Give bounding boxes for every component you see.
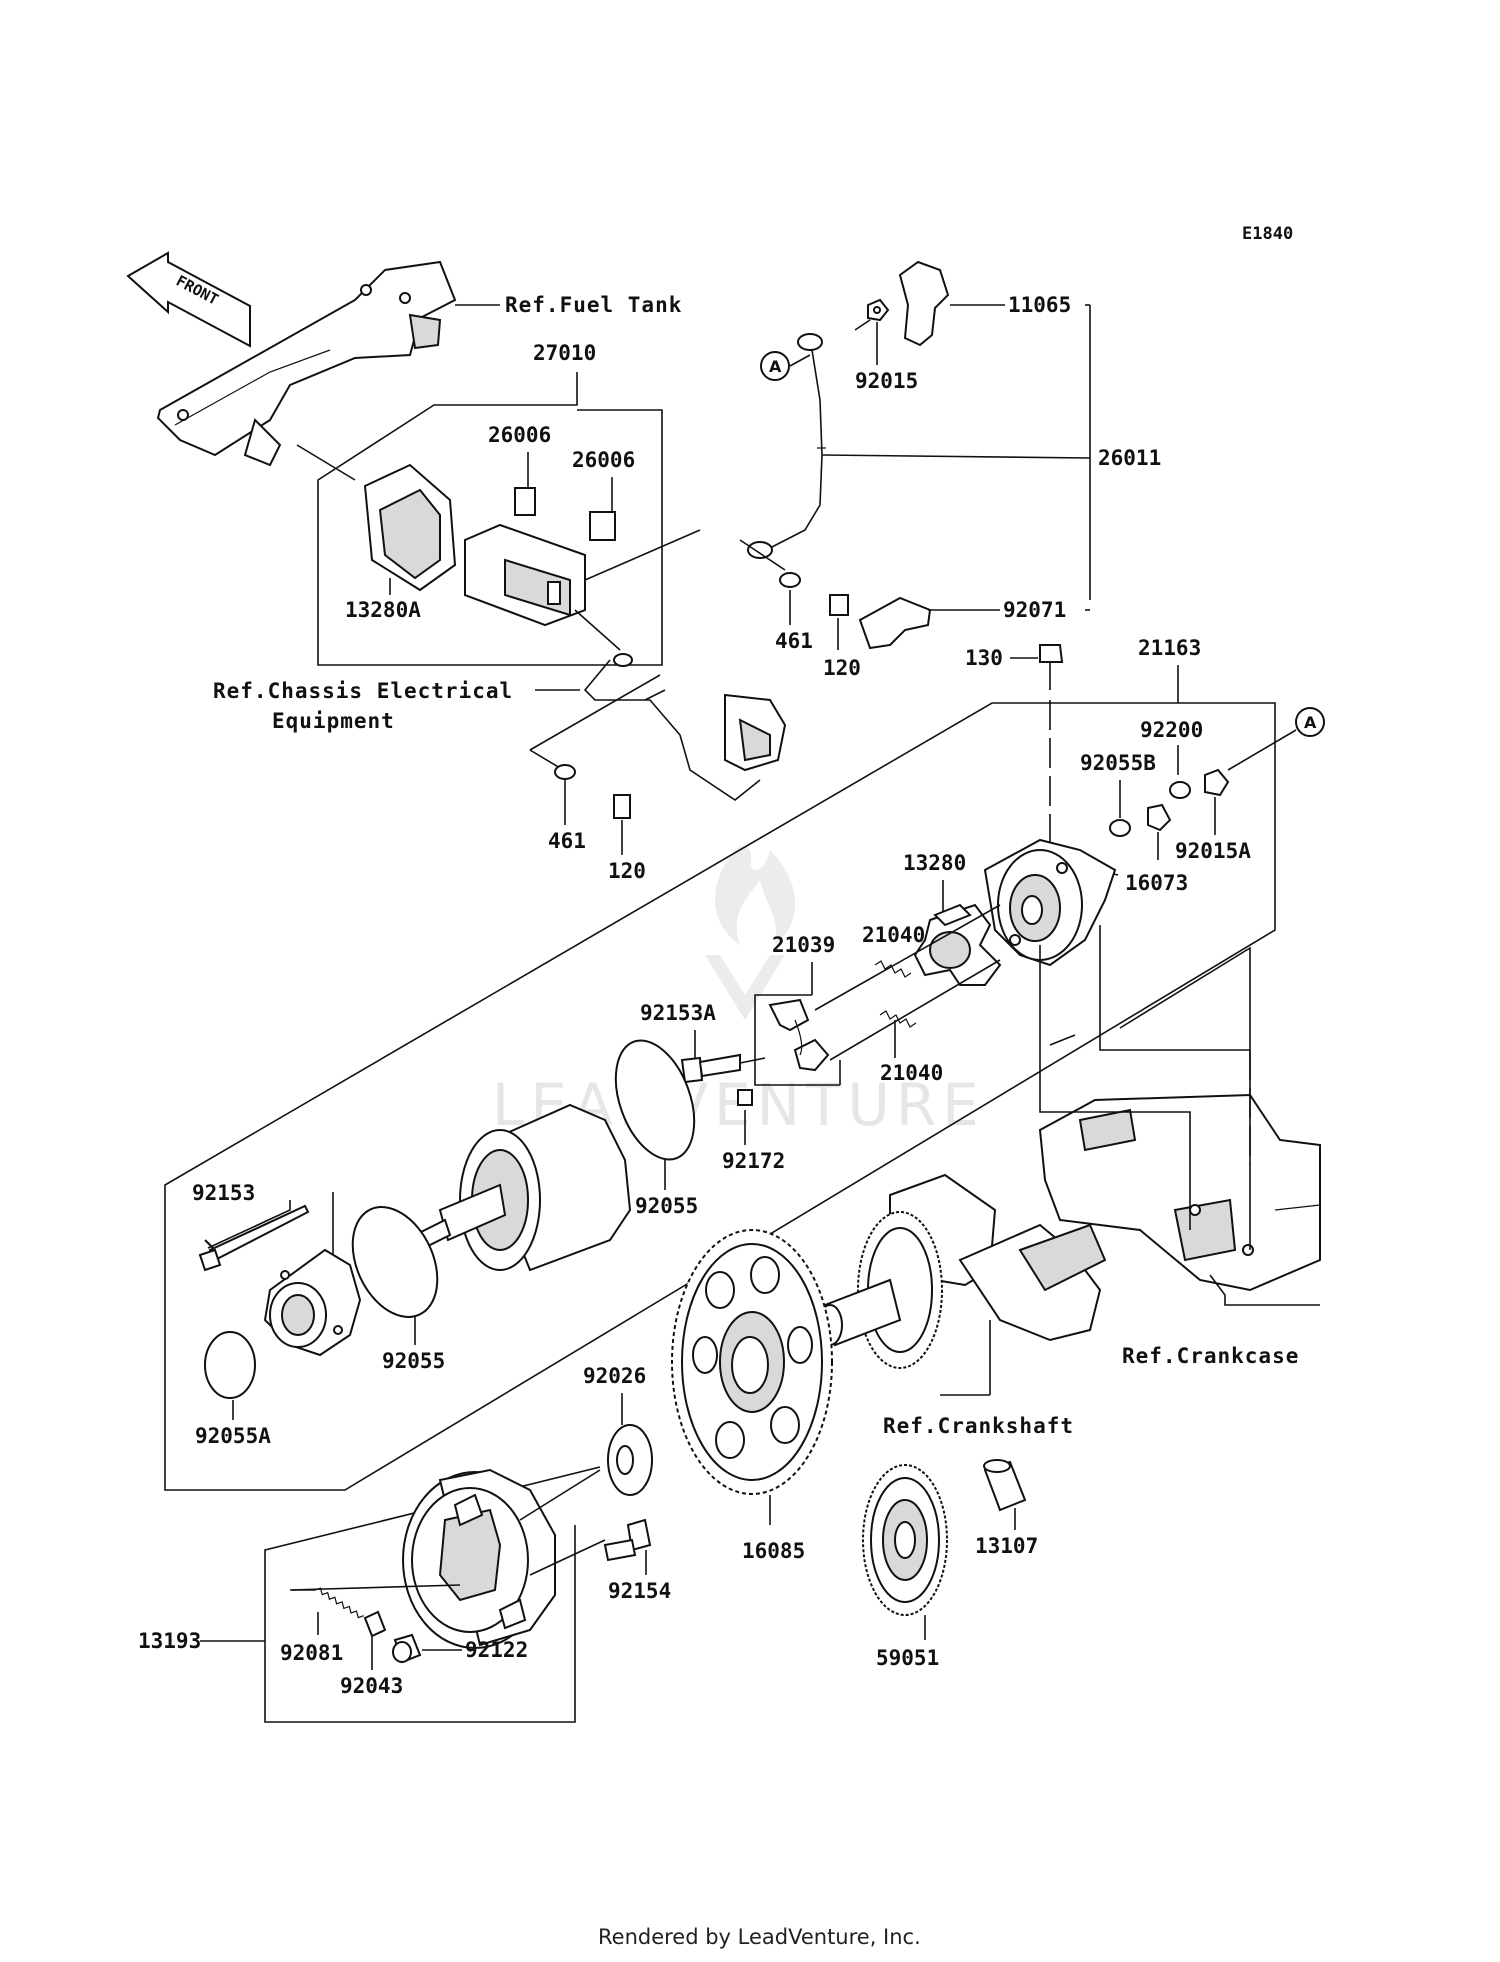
front-arrow-icon: FRONT bbox=[126, 251, 251, 348]
label-92172: 92172 bbox=[722, 1149, 785, 1173]
footer-credit: Rendered by LeadVenture, Inc. bbox=[598, 1925, 921, 1949]
watermark: LEADVENTURE bbox=[492, 845, 979, 1139]
idle-gear bbox=[862, 1464, 948, 1616]
crankshaft-ref bbox=[817, 1173, 1107, 1369]
label-92055-a: 92055 bbox=[635, 1194, 698, 1218]
label-59051: 59051 bbox=[876, 1646, 939, 1670]
label-92081: 92081 bbox=[280, 1641, 343, 1665]
label-11065: 11065 bbox=[1008, 293, 1071, 317]
label-ref-chassis-line1: Ref.Chassis Electrical bbox=[213, 679, 513, 703]
label-21040-b: 21040 bbox=[880, 1061, 943, 1085]
starter-front-cover bbox=[263, 1248, 362, 1357]
label-ref-chassis-line2: Equipment bbox=[272, 709, 395, 733]
label-92154: 92154 bbox=[608, 1579, 671, 1603]
circle-marker-a-right-text: A bbox=[1304, 713, 1317, 732]
label-92153: 92153 bbox=[192, 1181, 255, 1205]
label-26006-a: 26006 bbox=[488, 423, 551, 447]
label-92055A: 92055A bbox=[195, 1424, 271, 1448]
label-26006-b: 26006 bbox=[572, 448, 635, 472]
label-92026: 92026 bbox=[583, 1364, 646, 1388]
brush-holder bbox=[913, 903, 1002, 986]
fuel-tank-bracket bbox=[156, 260, 457, 467]
label-92153A: 92153A bbox=[640, 1001, 716, 1025]
label-120-a: 120 bbox=[608, 859, 646, 883]
label-27010: 27010 bbox=[533, 341, 596, 365]
label-13280A: 13280A bbox=[345, 598, 421, 622]
starter-relay bbox=[464, 523, 586, 627]
label-13107: 13107 bbox=[975, 1534, 1038, 1558]
label-92200: 92200 bbox=[1140, 718, 1203, 742]
starter-rear-cover bbox=[983, 838, 1117, 967]
starter-clutch bbox=[402, 1468, 556, 1649]
label-21163: 21163 bbox=[1138, 636, 1201, 660]
circle-marker-a-left bbox=[760, 351, 790, 381]
label-ref-crankshaft: Ref.Crankshaft bbox=[883, 1414, 1074, 1438]
label-ref-crankcase: Ref.Crankcase bbox=[1122, 1344, 1299, 1368]
label-92122: 92122 bbox=[465, 1638, 528, 1662]
label-ref-fuel-tank: Ref.Fuel Tank bbox=[505, 293, 682, 317]
label-92015: 92015 bbox=[855, 369, 918, 393]
label-16073: 16073 bbox=[1125, 871, 1188, 895]
label-21040-a: 21040 bbox=[862, 923, 925, 947]
starter-clutch-gear bbox=[671, 1229, 833, 1495]
label-130: 130 bbox=[965, 646, 1003, 670]
label-92055-b: 92055 bbox=[382, 1349, 445, 1373]
label-92015A: 92015A bbox=[1175, 839, 1251, 863]
label-120-b: 120 bbox=[823, 656, 861, 680]
relay-cover bbox=[363, 463, 457, 592]
circle-marker-a-left-text: A bbox=[769, 357, 782, 376]
label-92043: 92043 bbox=[340, 1674, 403, 1698]
label-13280: 13280 bbox=[903, 851, 966, 875]
diagram-code: E1840 bbox=[1242, 224, 1293, 244]
circle-marker-a-right bbox=[1295, 707, 1325, 737]
label-21039: 21039 bbox=[772, 933, 835, 957]
label-13193: 13193 bbox=[138, 1629, 201, 1653]
label-92071: 92071 bbox=[1003, 598, 1066, 622]
label-16085: 16085 bbox=[742, 1539, 805, 1563]
label-26011: 26011 bbox=[1098, 446, 1161, 470]
label-92055B: 92055B bbox=[1080, 751, 1156, 775]
starter-yoke bbox=[403, 1103, 632, 1272]
label-461-b: 461 bbox=[775, 629, 813, 653]
label-461-a: 461 bbox=[548, 829, 586, 853]
